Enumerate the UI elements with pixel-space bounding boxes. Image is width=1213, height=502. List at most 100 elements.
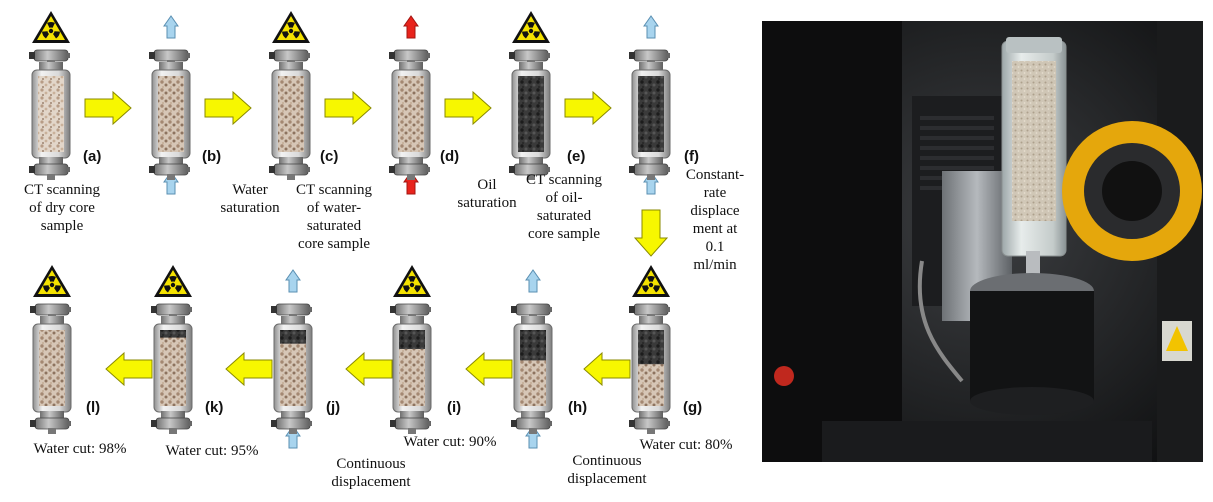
caption-g: Water cut: 80% — [639, 437, 733, 453]
valve-fitting-icon — [511, 417, 552, 434]
caption-h: Continuous displacement — [567, 453, 647, 487]
caption-k: Water cut: 95% — [165, 443, 259, 459]
core-sample — [518, 76, 544, 152]
caption-c: CT scanning of water- saturated core sam… — [296, 182, 372, 252]
warning-triangle-icon — [1166, 326, 1188, 351]
process-arrow-left — [345, 351, 393, 387]
water-flow-arrow-icon — [643, 15, 659, 39]
caption-i: Water cut: 90% — [403, 434, 497, 450]
process-arrow-down — [633, 209, 669, 257]
yellow-process-arrow-icon — [633, 209, 669, 257]
core-sample — [278, 76, 304, 152]
process-arrow-right — [84, 90, 132, 126]
core-holder-i — [390, 265, 432, 434]
step-label-e: (e) — [567, 148, 586, 165]
core-sample — [160, 330, 186, 406]
valve-fitting-icon — [390, 303, 431, 320]
valve-fitting-icon — [151, 417, 192, 434]
core-holder-h — [511, 269, 553, 449]
caption-f: Constant- rate displace ment at 0.1 ml/m… — [685, 167, 745, 273]
experiment-flow-diagram: (a) (b) (c) (d) (e) (f) (g) (h) (i) (j) … — [24, 11, 745, 490]
step-label-h: (h) — [568, 399, 588, 416]
yellow-process-arrow-icon — [105, 351, 153, 387]
step-label-i: (i) — [447, 399, 462, 416]
ct-scanner-photo — [762, 21, 1203, 462]
core-holder-k — [151, 265, 193, 434]
yellow-process-arrow-icon — [564, 90, 612, 126]
oil-zone — [399, 330, 425, 349]
core-holder-a — [29, 11, 71, 180]
oil-flow-arrow-icon — [403, 15, 419, 39]
valve-fitting-icon — [269, 163, 310, 180]
step-label-b: (b) — [202, 148, 222, 165]
water-flow-arrow-icon — [525, 269, 541, 293]
step-label-c: (c) — [320, 148, 339, 165]
stage-base — [970, 291, 1094, 401]
radiation-warning-icon — [32, 11, 70, 43]
emergency-button — [774, 366, 794, 386]
ct-scanner-illustration — [762, 21, 1203, 462]
caption-j: Continuous displacement — [331, 456, 411, 490]
oil-zone — [638, 330, 664, 365]
valve-fitting-icon — [30, 417, 71, 434]
valve-fitting-icon — [29, 163, 70, 180]
step-label-a: (a) — [83, 148, 102, 165]
process-arrow-right — [204, 90, 252, 126]
step-label-j: (j) — [326, 399, 341, 416]
step-label-l: (l) — [86, 399, 101, 416]
core-holder-f — [629, 15, 671, 195]
core-sample — [38, 76, 64, 152]
caption-a: CT scanning of dry core sample — [24, 182, 100, 234]
yellow-process-arrow-icon — [444, 90, 492, 126]
core-sample — [398, 76, 424, 152]
core-sample — [1012, 61, 1056, 221]
tube-cap — [1006, 37, 1062, 53]
process-arrow-left — [583, 351, 631, 387]
core-sample — [638, 76, 664, 152]
yellow-process-arrow-icon — [583, 351, 631, 387]
cable — [917, 260, 964, 383]
diagram-graphics — [29, 11, 671, 449]
water-flow-arrow-icon — [285, 269, 301, 293]
valve-fitting-icon — [271, 417, 312, 434]
yellow-process-arrow-icon — [84, 90, 132, 126]
process-arrow-right — [444, 90, 492, 126]
core-holder-e — [509, 11, 551, 180]
valve-fitting-icon — [390, 417, 431, 434]
radiation-warning-icon — [393, 265, 431, 297]
radiation-warning-icon — [272, 11, 310, 43]
process-arrow-left — [105, 351, 153, 387]
floor — [822, 421, 1152, 462]
left-wall — [762, 21, 902, 462]
oil-zone — [160, 330, 186, 338]
stage-bottom — [970, 387, 1094, 415]
water-flow-arrow-icon — [163, 15, 179, 39]
valve-fitting-icon — [629, 163, 670, 180]
core-holder-g — [629, 265, 671, 434]
yellow-process-arrow-icon — [324, 90, 372, 126]
yellow-process-arrow-icon — [345, 351, 393, 387]
radiation-warning-icon — [512, 11, 550, 43]
core-sample — [158, 76, 184, 152]
step-label-f: (f) — [684, 148, 699, 165]
core-sample — [39, 330, 65, 406]
step-label-k: (k) — [205, 399, 224, 416]
oil-zone — [520, 330, 546, 361]
oil-zone — [280, 330, 306, 344]
caption-e: CT scanning of oil- saturated core sampl… — [526, 172, 602, 242]
core-holder-d — [389, 15, 431, 195]
process-arrow-left — [225, 351, 273, 387]
core-holder-b — [149, 15, 191, 195]
step-label-d: (d) — [440, 148, 460, 165]
core-holder-c — [269, 11, 311, 180]
core-holder-j — [271, 269, 313, 449]
yellow-process-arrow-icon — [204, 90, 252, 126]
step-label-g: (g) — [683, 399, 703, 416]
process-arrow-left — [465, 351, 513, 387]
yellow-process-arrow-icon — [225, 351, 273, 387]
valve-fitting-icon — [149, 163, 190, 180]
valve-fitting-icon — [509, 163, 550, 180]
radiation-warning-icon — [33, 265, 71, 297]
valve-fitting-icon — [389, 163, 430, 180]
radiation-warning-icon — [154, 265, 192, 297]
